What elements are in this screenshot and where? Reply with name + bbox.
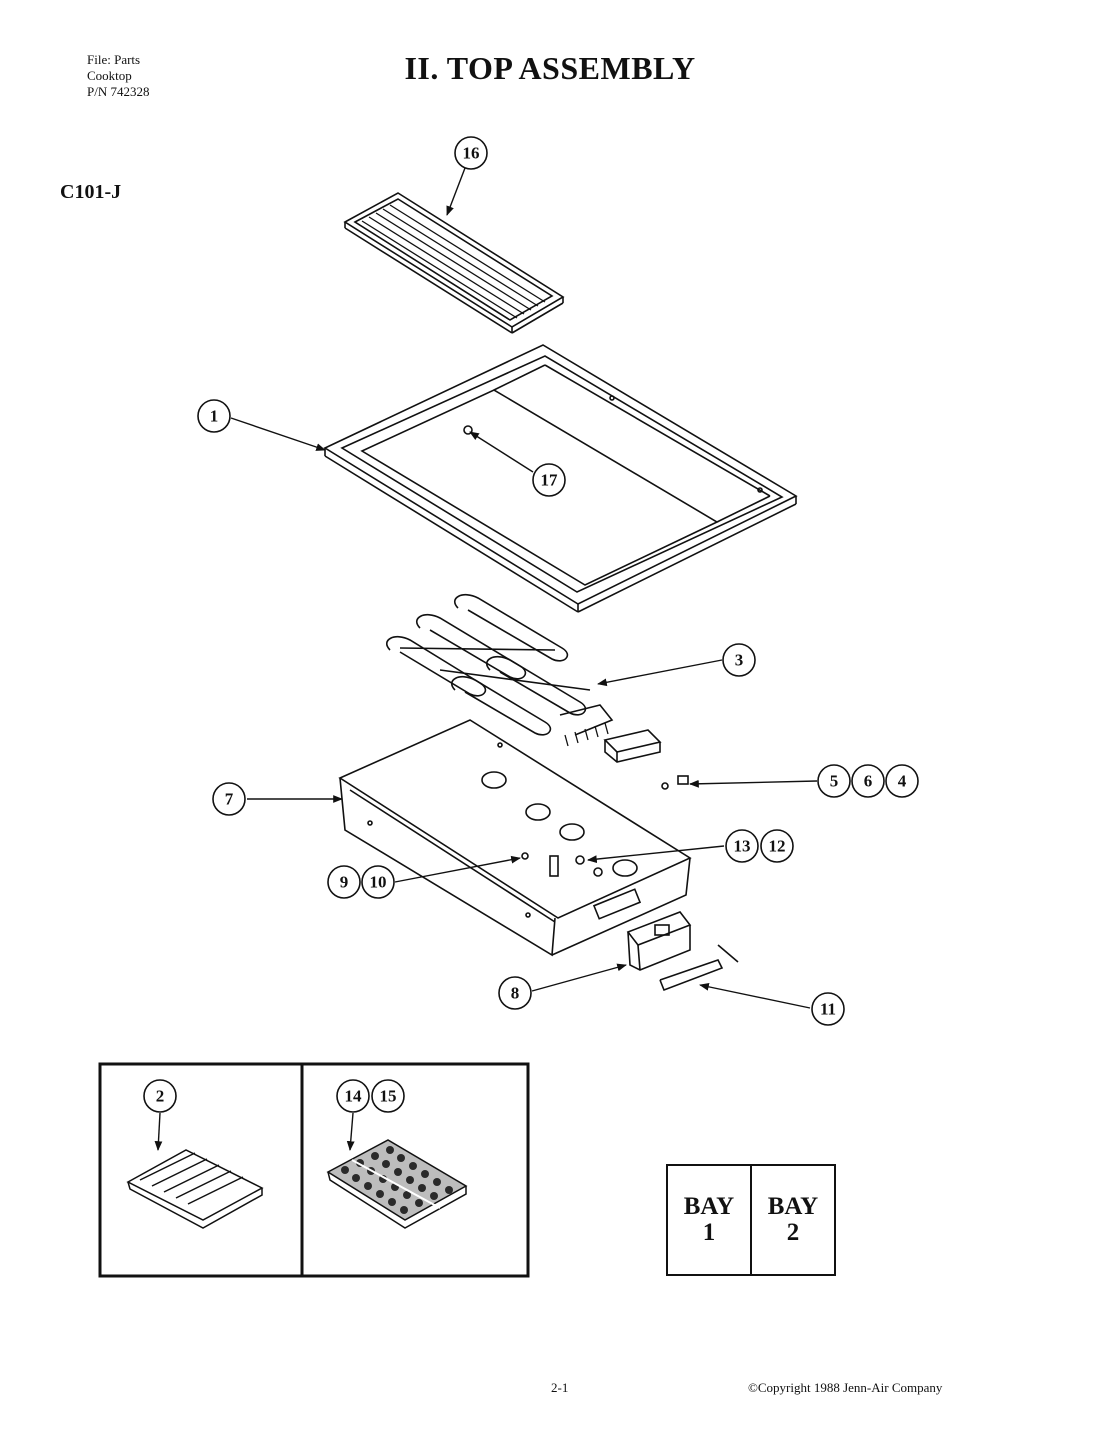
callout-12: 12 [760, 829, 794, 863]
callout-10: 10 [361, 865, 395, 899]
svg-text:7: 7 [225, 790, 234, 809]
callout-2: 2 [143, 1079, 177, 1113]
copyright: ©Copyright 1988 Jenn-Air Company [748, 1380, 943, 1395]
callout-7: 7 [212, 782, 246, 816]
bay-2-number: 2 [786, 1219, 800, 1246]
accessory-inset: 2 14 15 [98, 1062, 530, 1278]
callout-17: 17 [532, 463, 566, 497]
callout-15: 15 [371, 1079, 405, 1113]
svg-text:9: 9 [340, 873, 349, 892]
page-title: II. TOP ASSEMBLY [404, 50, 696, 86]
bay-1: BAY 1 [668, 1166, 750, 1274]
model-number: C101-J [60, 181, 122, 203]
callout-6: 6 [851, 764, 885, 798]
svg-text:4: 4 [898, 772, 907, 791]
part-number: P/N 742328 [87, 84, 150, 99]
switch-box-part [626, 911, 692, 971]
callout-16: 16 [454, 136, 488, 170]
page-number: 2-1 [551, 1380, 569, 1395]
grille-part [343, 192, 565, 334]
svg-text:12: 12 [769, 837, 786, 856]
heating-element-part [386, 593, 614, 747]
bracket-part [659, 944, 739, 992]
svg-text:3: 3 [735, 651, 744, 670]
file-label: File: Parts [87, 52, 141, 67]
svg-text:14: 14 [345, 1087, 363, 1106]
svg-text:5: 5 [830, 772, 839, 791]
leader-lines [154, 167, 818, 1151]
svg-text:15: 15 [380, 1087, 397, 1106]
callout-9: 9 [327, 865, 361, 899]
product-label: Cooktop [87, 68, 132, 83]
callout-1: 1 [197, 399, 231, 433]
bay-2-label: BAY [767, 1193, 819, 1220]
callout-8: 8 [498, 976, 532, 1010]
svg-text:11: 11 [820, 1000, 836, 1019]
callout-5: 5 [817, 764, 851, 798]
svg-text:16: 16 [463, 144, 480, 163]
file-info: File: Parts Cooktop P/N 742328 [87, 52, 149, 100]
callout-14: 14 [336, 1079, 370, 1113]
bay-indicator: BAY 1 BAY 2 [666, 1164, 836, 1276]
bay-1-label: BAY [683, 1193, 735, 1220]
callout-11: 11 [811, 992, 845, 1026]
svg-text:10: 10 [370, 873, 387, 892]
terminal-block-part [603, 729, 689, 790]
callout-13: 13 [725, 829, 759, 863]
bay-2: BAY 2 [750, 1166, 834, 1274]
fastener-parts [521, 852, 603, 877]
callout-4: 4 [885, 764, 919, 798]
griddle-part [126, 1149, 264, 1229]
svg-text:2: 2 [156, 1087, 165, 1106]
svg-text:13: 13 [734, 837, 751, 856]
svg-text:8: 8 [511, 984, 520, 1003]
callout-3: 3 [722, 643, 756, 677]
svg-text:1: 1 [210, 407, 219, 426]
rock-grate-part [326, 1139, 468, 1229]
svg-text:17: 17 [541, 471, 559, 490]
pan-part [338, 719, 692, 957]
svg-text:6: 6 [864, 772, 873, 791]
bay-1-number: 1 [702, 1219, 716, 1246]
